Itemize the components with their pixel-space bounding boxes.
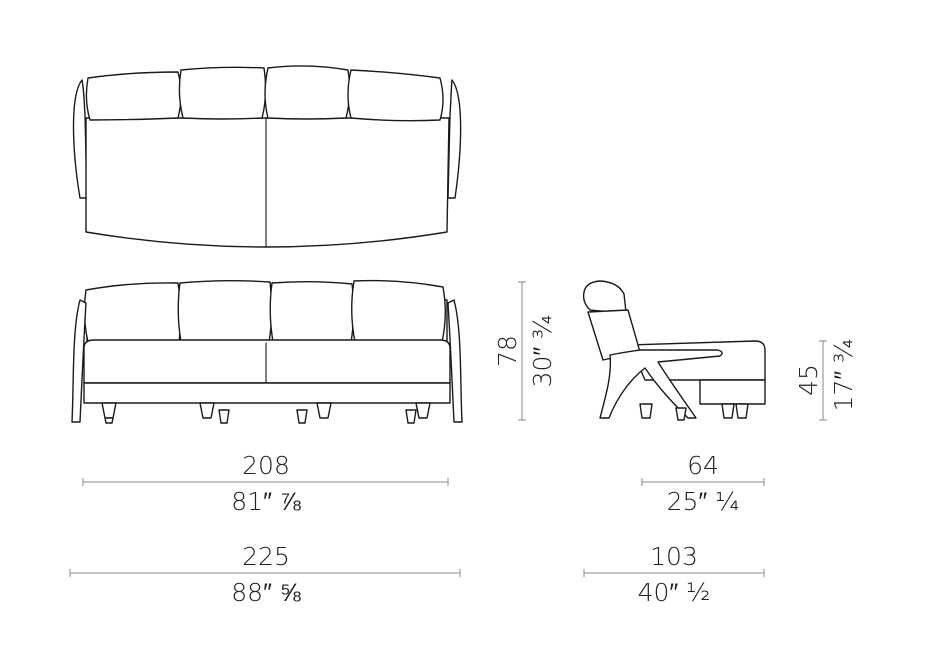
front-view-cushion-4 [351, 279, 446, 345]
front-view-cushion-1 [83, 282, 182, 345]
side-view-base [699, 379, 766, 405]
top-view-cushion-4 [347, 69, 444, 122]
seat-height-imperial: 17″ ¾ [829, 339, 858, 412]
front-view-cushion-3 [269, 281, 355, 345]
seat-height-metric: 45 [794, 364, 823, 396]
side-view [582, 280, 766, 421]
width-a-imperial: 81″ ⅞ [231, 487, 301, 516]
height-line [518, 281, 526, 421]
top-view-seat [85, 117, 450, 248]
width-a-metric: 208 [242, 451, 290, 480]
depth-b-line [583, 569, 765, 577]
depth-b-imperial: 40″ ½ [638, 578, 711, 607]
depth-a-line [641, 478, 765, 486]
dimension-lines [69, 281, 827, 577]
side-view-frame [599, 349, 723, 419]
dimension-labels: 208 81″ ⅞ 225 88″ ⅝ 64 25″ ¼ 103 40″ ½ 7… [231, 315, 858, 607]
depth-a-metric: 64 [687, 451, 719, 480]
side-view-back-cushion [582, 280, 627, 313]
width-b-metric: 225 [242, 542, 290, 571]
width-a-line [82, 478, 449, 486]
front-view-feet [101, 402, 431, 424]
top-view-cushion-3 [264, 65, 351, 120]
front-view-cushion-2 [177, 280, 273, 345]
depth-a-imperial: 25″ ¼ [667, 487, 740, 516]
depth-b-metric: 103 [650, 542, 698, 571]
top-view [72, 65, 462, 248]
top-view-left-arm [72, 79, 88, 199]
front-view-left-arm [71, 299, 87, 423]
width-b-line [69, 569, 461, 577]
height-metric: 78 [493, 335, 522, 367]
front-view-right-arm [447, 299, 463, 423]
height-imperial: 30″ ¾ [528, 315, 557, 388]
top-view-cushion-1 [85, 71, 182, 121]
side-view-feet [639, 403, 749, 421]
top-view-right-arm [447, 79, 462, 199]
top-view-cushion-2 [178, 66, 267, 120]
front-view-seat [83, 339, 451, 384]
width-b-imperial: 88″ ⅝ [231, 578, 301, 607]
front-view [71, 279, 463, 424]
front-view-base [83, 382, 451, 404]
seat-height-line [819, 340, 827, 421]
